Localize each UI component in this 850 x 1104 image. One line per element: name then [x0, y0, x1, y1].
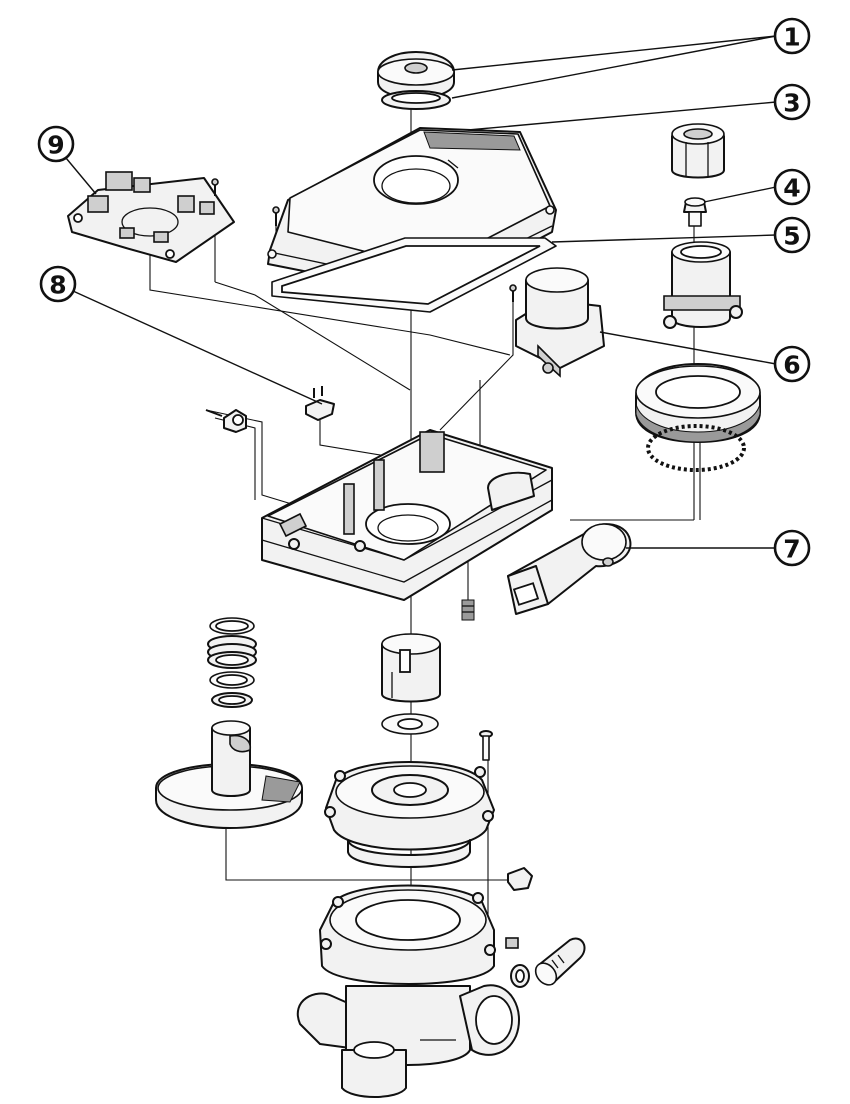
part-8-microswitch — [305, 386, 335, 421]
callout-5-label: 5 — [783, 222, 800, 251]
part-ball-bearing — [646, 424, 746, 472]
callout-9-label: 9 — [47, 131, 64, 160]
part-4-bolt — [683, 197, 707, 227]
callout-4-label: 4 — [783, 174, 800, 203]
part-pipe-nipple — [534, 937, 586, 986]
part-cable-plug — [205, 409, 247, 433]
part-valve-flange — [324, 761, 495, 868]
part-small-nut — [505, 937, 519, 949]
part-body-plug — [507, 867, 533, 891]
part-valve-body — [296, 884, 521, 1098]
part-spring-stack — [207, 617, 257, 708]
part-7-lever-arm — [507, 523, 632, 615]
part-set-screw — [461, 599, 475, 621]
part-6-motor — [509, 267, 605, 378]
part-5-gasket — [271, 237, 557, 313]
part-valve-rotor — [155, 720, 303, 829]
callout-6: 6 — [773, 345, 811, 383]
callout-7-label: 7 — [783, 535, 800, 564]
part-drive-coupling — [381, 633, 441, 703]
callout-3-label: 3 — [783, 89, 800, 118]
callout-9: 9 — [37, 125, 75, 163]
callout-1: 1 — [773, 17, 811, 55]
part-9-circuit-board — [67, 171, 235, 263]
callout-leaders — [65, 35, 777, 549]
part-housing — [261, 429, 553, 601]
part-flange-bolt — [479, 730, 493, 761]
part-coupler-sleeve — [663, 241, 743, 329]
callout-5: 5 — [773, 216, 811, 254]
callout-6-label: 6 — [783, 351, 800, 380]
callout-7: 7 — [773, 529, 811, 567]
part-upper-sleeve — [671, 123, 725, 179]
part-1-top-knob — [377, 51, 455, 110]
callout-3: 3 — [773, 83, 811, 121]
callout-8: 8 — [39, 265, 77, 303]
callout-4: 4 — [773, 168, 811, 206]
part-seal-ring — [510, 964, 530, 988]
callout-8-label: 8 — [49, 271, 66, 300]
cover-screws — [211, 178, 280, 226]
callout-1-label: 1 — [783, 23, 800, 52]
part-flat-washer — [381, 713, 439, 735]
part-ring-gear — [635, 363, 761, 443]
